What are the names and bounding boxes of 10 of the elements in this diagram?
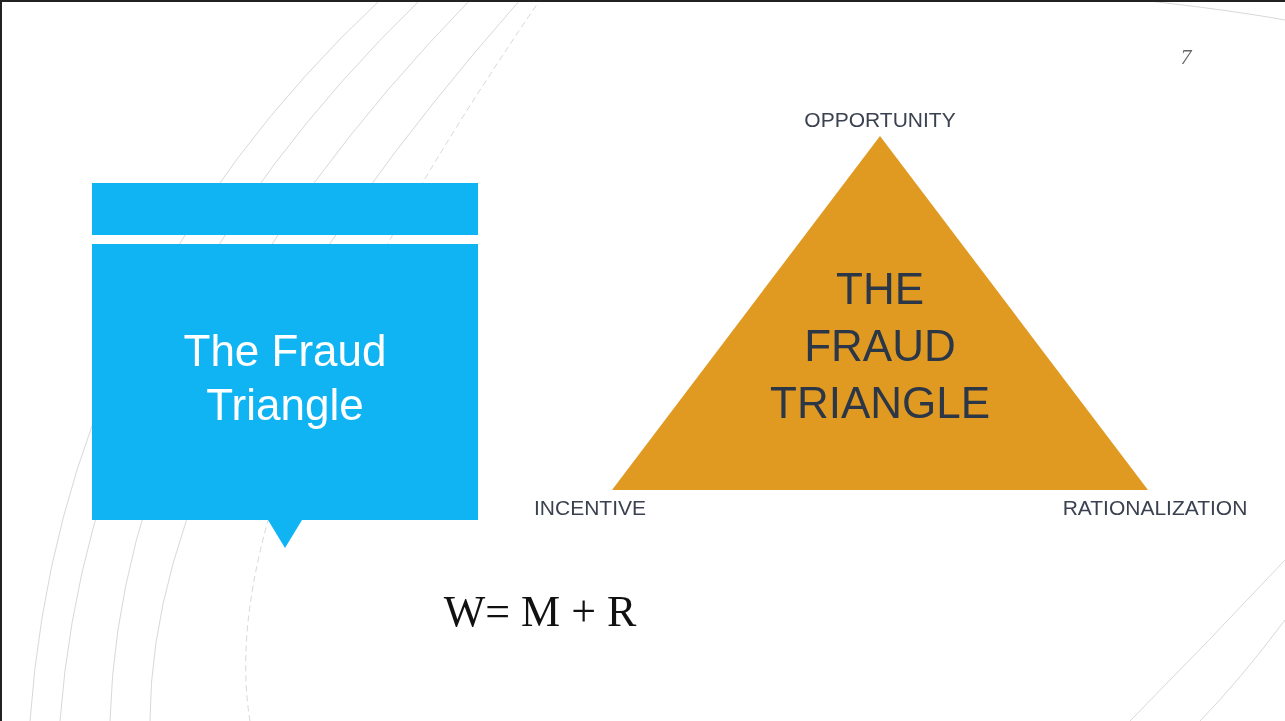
title-callout-box bbox=[92, 244, 478, 548]
vertex-label: RATIONALIZATION bbox=[1061, 496, 1249, 520]
page-number: 7 bbox=[1179, 44, 1193, 70]
vertex-label: OPPORTUNITY bbox=[803, 108, 957, 132]
formula-text: W= M + R bbox=[442, 586, 638, 637]
fraud-triangle bbox=[612, 136, 1148, 490]
triangle-text: THE FRAUD TRIANGLE bbox=[770, 263, 990, 429]
vertex-label: INCENTIVE bbox=[533, 496, 647, 520]
title-bar bbox=[92, 183, 478, 235]
title-text: The Fraud Triangle bbox=[182, 325, 388, 431]
